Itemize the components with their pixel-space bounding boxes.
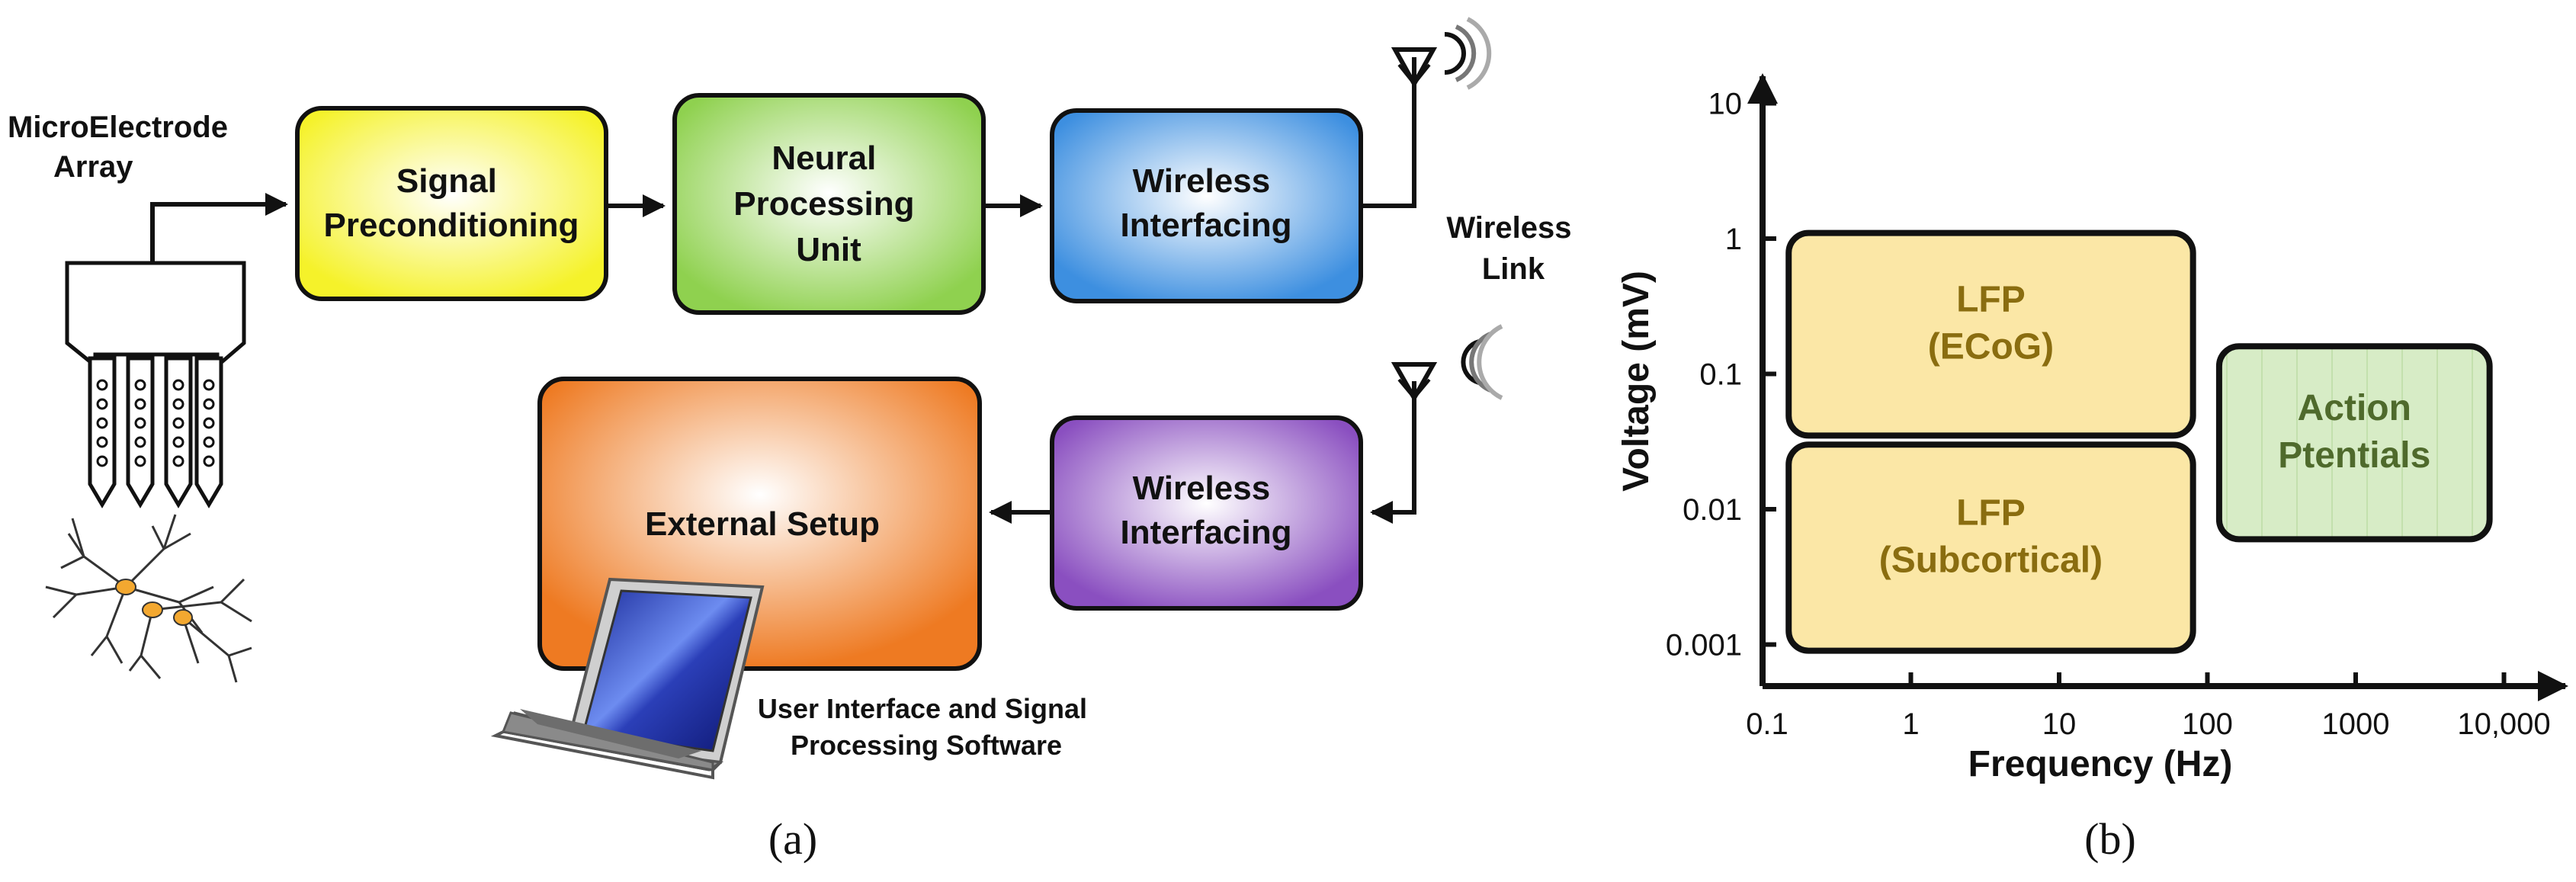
region-box xyxy=(2215,343,2493,543)
wireless-tx-line2: Interfacing xyxy=(1121,207,1292,244)
y-tick-label: 0.01 xyxy=(1683,493,1742,527)
x-axis-title: Frequency (Hz) xyxy=(1968,744,2233,784)
wireless-rx-line2: Interfacing xyxy=(1121,514,1292,551)
y-tick-label: 0.001 xyxy=(1666,629,1742,662)
wireless-link-line2: Link xyxy=(1482,252,1545,286)
region-label: LFP xyxy=(1956,280,2026,320)
caption-a: (a) xyxy=(768,814,817,864)
panel-b: LFP (ECoG) LFP (Subcortical) ActionPtentials… xyxy=(1616,73,2568,864)
x-tick-label: 10,000 xyxy=(2457,707,2550,741)
svg-text:Signal Preconditioning: Signal Preconditioning xyxy=(324,162,579,244)
x-tick-label: 1000 xyxy=(2322,707,2390,741)
svg-text:Wireless Interfacing: Wireless Interfacing xyxy=(1121,162,1292,244)
neurons-icon xyxy=(45,514,252,683)
wireless-interfacing-tx-block: Wireless Interfacing xyxy=(1050,108,1363,303)
x-tick-label: 0.1 xyxy=(1746,707,1788,741)
npu-line1: Neural xyxy=(772,140,876,177)
svg-text:Neural Processing: Neural Processing Unit xyxy=(733,140,923,268)
antenna-rx-icon xyxy=(1370,324,1503,524)
y-tick-label: 0.1 xyxy=(1699,358,1742,392)
wireless-tx-line1: Wireless xyxy=(1133,162,1271,200)
microelectrode-array-icon xyxy=(65,261,246,508)
laptop-label-line1: User Interface and Signal xyxy=(758,693,1087,724)
npu-line2: Processing xyxy=(733,185,914,223)
wireless-rx-line1: Wireless xyxy=(1133,470,1271,507)
laptop-icon xyxy=(490,577,765,780)
electrode-label-line1: MicroElectrode xyxy=(8,111,228,144)
svg-text:User Interface and Signal: User Interface and Signal Processing Sof… xyxy=(758,693,1095,761)
neural-processing-unit-block: Neural Processing Unit xyxy=(672,93,986,315)
y-tick-label: 1 xyxy=(1725,223,1742,256)
region-label: Ptentials xyxy=(2278,435,2430,476)
signal-preconditioning-line2: Preconditioning xyxy=(324,207,579,244)
region-box xyxy=(1785,441,2196,654)
region-label: (ECoG) xyxy=(1928,327,2054,367)
signal-preconditioning-block: Signal Preconditioning xyxy=(295,106,608,301)
x-tick-label: 100 xyxy=(2182,707,2233,741)
wireless-link-line1: Wireless xyxy=(1446,211,1571,245)
y-axis-title: Voltage (mV) xyxy=(1616,271,1657,492)
laptop-label-line2: Processing Software xyxy=(791,730,1062,761)
electrode-label-line2: Array xyxy=(53,150,133,184)
svg-text:Wireless Link: Wireless Link xyxy=(1446,211,1580,286)
region-label: (Subcortical) xyxy=(1879,540,2103,580)
x-tick-label: 10 xyxy=(2042,707,2077,741)
npu-line3: Unit xyxy=(796,231,861,268)
wireless-interfacing-rx-block: Wireless Interfacing xyxy=(1050,415,1363,611)
x-tick-label: 1 xyxy=(1902,707,1919,741)
external-setup-label: External Setup xyxy=(645,505,880,543)
svg-text:Wireless Interfacing: Wireless Interfacing xyxy=(1121,470,1292,551)
antenna-tx-icon xyxy=(1361,17,1492,208)
signal-preconditioning-line1: Signal xyxy=(396,162,497,200)
y-ticks-layer: 10 1 0.1 0.01 0.001 xyxy=(1666,88,1776,662)
caption-b: (b) xyxy=(2084,814,2136,864)
svg-text:MicroElectrode Array: MicroElectrode Array xyxy=(8,111,236,184)
region-label: LFP xyxy=(1956,492,2026,533)
x-ticks-layer: 0.1 1 10 100 1000 10,000 xyxy=(1746,672,2551,741)
svg-text:External Setup: External Setup xyxy=(645,505,880,543)
region-label: Action xyxy=(2298,388,2411,428)
y-tick-label: 10 xyxy=(1708,88,1743,121)
array-to-preconditioning-arrow xyxy=(150,193,288,263)
panel-a: MicroElectrode Array Signal Precondition… xyxy=(8,17,1580,864)
region-box xyxy=(1785,229,2196,439)
